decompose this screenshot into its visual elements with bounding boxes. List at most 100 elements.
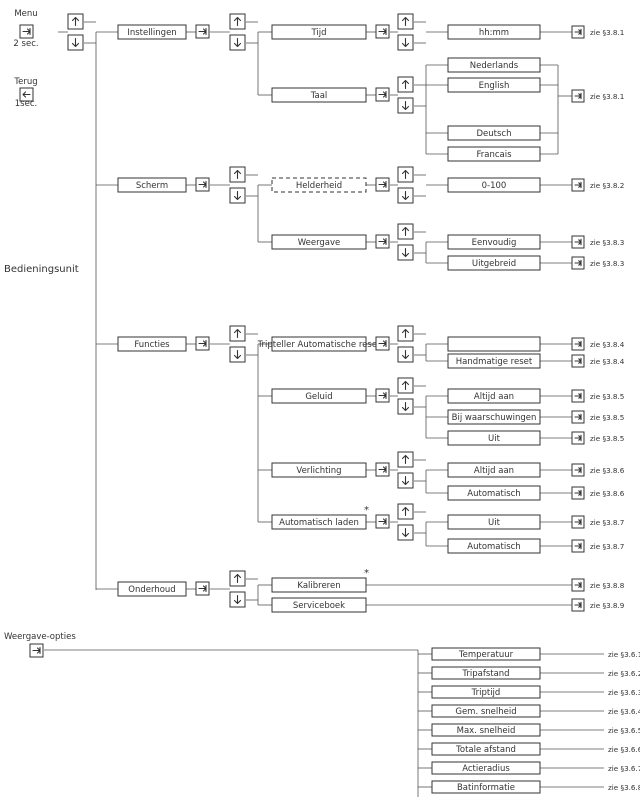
back-label: Terug [13,77,37,87]
svg-text:Altijd aan: Altijd aan [474,466,514,476]
menu-box-helderheid-range: 0-100 [447,177,541,193]
menu-box-onderhoud: Onderhoud [117,581,187,597]
menu-box-eenvoudig: Eenvoudig [447,234,541,250]
svg-text:zie §3.6.6: zie §3.6.6 [608,745,640,754]
svg-text:Bij waarschuwingen: Bij waarschuwingen [452,413,537,423]
menu-box-laden-automatisch: Automatisch [447,538,541,554]
svg-text:Onderhoud: Onderhoud [128,585,175,595]
enter-key-icon [195,336,210,351]
svg-text:Altijd aan: Altijd aan [474,392,514,402]
display-option-gem-snelheid: Gem. snelheid zie §3.6.4 [431,704,640,718]
display-option-totale-afstand: Totale afstand zie §3.6.6 [431,742,640,756]
svg-text:Automatisch laden: Automatisch laden [279,518,359,528]
menu-box-geluid-altijd-aan: Altijd aan [447,388,541,404]
svg-text:Taal: Taal [310,91,328,101]
svg-text:Functies: Functies [134,340,170,350]
ref-tijd: zie §3.8.1 [590,28,624,37]
ref-automatische-reset: zie §3.8.4 [590,340,625,349]
svg-text:Actieradius: Actieradius [462,764,510,774]
svg-text:Tripafstand: Tripafstand [461,669,509,679]
enter-key-icon [571,515,585,529]
enter-key-icon [571,463,585,477]
display-option-batinformatie: Batinformatie zie §3.6.8 [431,780,640,794]
enter-key-icon [195,177,210,192]
ref-verlichting-altijd-aan: zie §3.8.6 [590,466,625,475]
svg-text:Totale afstand: Totale afstand [455,745,516,755]
ref-laden-uit: zie §3.8.7 [590,518,624,527]
enter-key-icon [571,178,585,192]
menu-box-verlichting-automatisch: Automatisch [447,485,541,501]
menu-box-uitgebreid: Uitgebreid [447,255,541,271]
svg-text:Deutsch: Deutsch [477,129,512,139]
display-options-label: Weergave-opties [4,632,76,642]
menu-box-automatische-reset [447,336,541,352]
menu-box-geluid: Geluid [271,388,367,404]
display-option-actieradius: Actieradius zie §3.6.7 [431,761,640,775]
svg-text:Uitgebreid: Uitgebreid [472,259,516,269]
svg-text:Max. snelheid: Max. snelheid [457,726,516,736]
enter-key-icon [571,256,585,270]
svg-text:Tijd: Tijd [310,28,326,38]
svg-text:zie §3.6.2: zie §3.6.2 [608,669,640,678]
enter-key-icon [195,24,210,39]
enter-key-icon [195,581,210,596]
enter-key-icon [375,24,390,39]
enter-key-icon [571,337,585,351]
ref-eenvoudig: zie §3.8.3 [590,238,624,247]
down-key-icon [397,346,414,363]
enter-key-icon [375,388,390,403]
enter-key-icon [571,578,585,592]
enter-key-icon [571,539,585,553]
enter-key-icon [375,462,390,477]
enter-key-icon [571,25,585,39]
menu-box-tijd-format: hh:mm [447,24,541,40]
menu-box-geluid-uit: Uit [447,430,541,446]
ref-helderheid: zie §3.8.2 [590,181,624,190]
up-key-icon [397,166,414,183]
back-key-icon [19,87,34,102]
enter-key-icon [571,598,585,612]
menu-box-deutsch: Deutsch [447,125,541,141]
menu-box-serviceboek: Serviceboek [271,597,367,613]
svg-text:Geluid: Geluid [305,392,332,402]
up-key-icon [397,13,414,30]
enter-key-icon [29,643,44,658]
enter-key-icon [375,336,390,351]
enter-key-icon [571,410,585,424]
ref-geluid-altijd-aan: zie §3.8.5 [590,392,624,401]
ref-laden-automatisch: zie §3.8.7 [590,542,624,551]
enter-key-icon [571,389,585,403]
up-key-icon [397,223,414,240]
connector-lines [44,21,604,797]
ref-uitgebreid: zie §3.8.3 [590,259,624,268]
menu-box-laden-uit: Uit [447,514,541,530]
menu-box-tijd: Tijd [271,24,367,40]
enter-key-icon [375,514,390,529]
unit-label: Bedieningsunit [4,264,79,275]
svg-text:Uit: Uit [488,434,501,444]
ref-taal: zie §3.8.1 [590,92,624,101]
up-key-icon [397,325,414,342]
enter-key-icon [571,235,585,249]
enter-key-icon [571,89,585,103]
ref-bij-waarschuwingen: zie §3.8.5 [590,413,624,422]
svg-text:Nederlands: Nederlands [470,61,519,71]
up-key-icon [397,503,414,520]
menu-box-verlichting: Verlichting [271,462,367,478]
svg-text:zie §3.6.1: zie §3.6.1 [608,650,640,659]
menu-box-automatisch-laden: Automatisch laden [271,514,367,530]
svg-text:Weergave: Weergave [298,238,341,248]
up-key-icon [397,451,414,468]
up-key-icon [229,325,246,342]
up-key-icon [229,570,246,587]
back-hint: 1sec. [15,99,37,109]
menu-box-helderheid: Helderheid [271,177,367,193]
enter-key-icon [375,177,390,192]
svg-text:Batinformatie: Batinformatie [457,783,515,793]
side-labels: Menu 2 sec. Terug 1sec. Bedieningsunit W… [4,9,79,642]
display-option-triptijd: Triptijd zie §3.6.3 [431,685,640,699]
down-key-icon [397,187,414,204]
ref-serviceboek: zie §3.8.9 [590,601,625,610]
down-key-icon [229,591,246,608]
up-key-icon [67,13,84,30]
